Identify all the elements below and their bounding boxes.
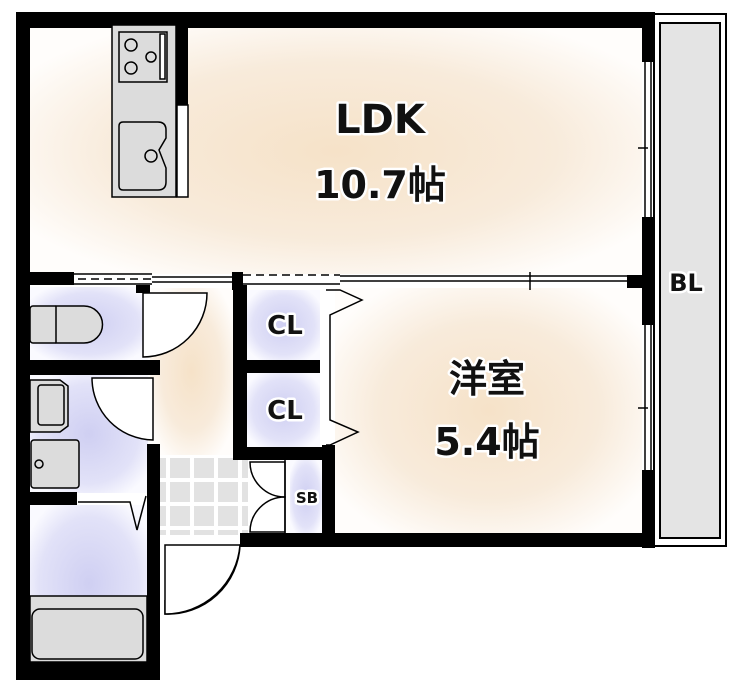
closet-1-floor bbox=[247, 290, 320, 360]
walls bbox=[16, 12, 655, 680]
western-room-floor bbox=[335, 288, 642, 533]
ldk-size-label: 10.7帖 bbox=[314, 163, 446, 207]
bathtub-icon bbox=[29, 595, 148, 663]
closet-1-label: CL bbox=[267, 311, 303, 341]
washroom-fixtures bbox=[29, 379, 80, 489]
closet-2-label: CL bbox=[267, 396, 303, 426]
western-room-size-label: 5.4帖 bbox=[434, 420, 539, 464]
western-room-label: 洋室 bbox=[449, 357, 525, 401]
windows bbox=[638, 62, 652, 470]
sliding-doors bbox=[74, 272, 627, 290]
closet-2-floor bbox=[247, 373, 320, 447]
swing-doors bbox=[78, 289, 364, 615]
ldk-label: LDK bbox=[335, 97, 427, 143]
washbasin-icon bbox=[30, 439, 80, 489]
shoe-box-label: SB bbox=[296, 489, 318, 507]
toilet-icon bbox=[29, 305, 104, 344]
kitchen-counter bbox=[111, 24, 189, 198]
sink-icon bbox=[118, 121, 167, 191]
shoe-box-floor bbox=[290, 460, 322, 533]
balcony-label: BL bbox=[669, 269, 703, 297]
entrance-tiles bbox=[160, 455, 248, 535]
